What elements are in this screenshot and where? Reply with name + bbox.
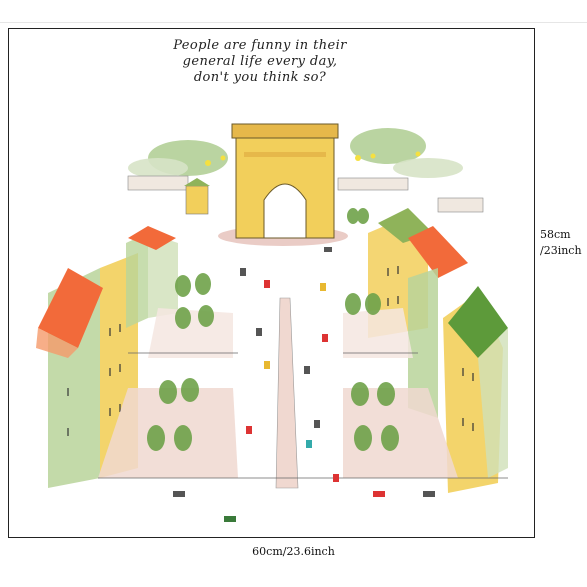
quote-line-1: People are funny in their bbox=[173, 38, 347, 53]
bg-trees-right bbox=[350, 128, 426, 164]
building-left-front bbox=[36, 253, 138, 488]
quote-text: People are funny in their general life e… bbox=[130, 38, 390, 86]
cars bbox=[173, 247, 435, 522]
central-median bbox=[275, 297, 299, 489]
plaza-left bbox=[98, 388, 238, 478]
building-left-back bbox=[126, 226, 178, 328]
plaza-right bbox=[343, 388, 458, 478]
width-dimension: 60cm/23.6inch bbox=[252, 545, 335, 558]
building-right-front bbox=[443, 286, 508, 493]
quote-line-2: general life every day, bbox=[182, 54, 338, 69]
height-inch: /23inch bbox=[540, 244, 582, 257]
height-dimension: 58cm /23inch bbox=[540, 227, 582, 259]
building-right-back bbox=[368, 208, 468, 418]
page-top-divider bbox=[0, 22, 587, 23]
quote-line-3: don't you think so? bbox=[193, 70, 327, 85]
city-illustration bbox=[36, 123, 508, 522]
height-cm: 58cm bbox=[540, 228, 571, 241]
trees bbox=[147, 208, 399, 451]
arc-de-triomphe bbox=[218, 123, 348, 246]
